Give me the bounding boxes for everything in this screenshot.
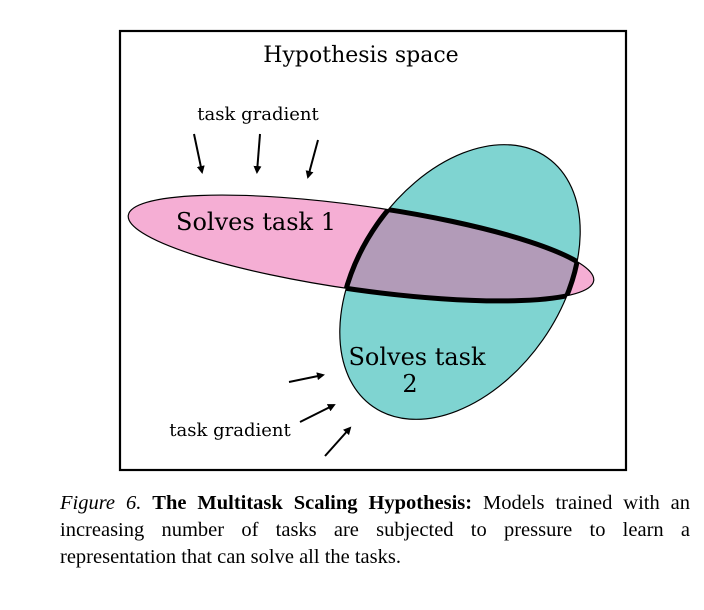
figure-label: Figure 6. [60, 492, 142, 514]
figure-caption: Figure 6. The Multitask Scaling Hypothes… [60, 490, 690, 571]
task-gradient-arrow-top-3 [305, 139, 319, 179]
task2-label-line2: 2 [402, 370, 417, 398]
figure-caption-text: Models trained with an increasing number… [60, 492, 691, 568]
hypothesis-space-diagram: Hypothesis space Solves task 1 Solves ta… [118, 29, 628, 472]
task-gradient-arrow-top-1 [193, 133, 205, 174]
task1-label: Solves task 1 [176, 208, 336, 236]
task-gradient-arrow-bottom-2 [299, 404, 336, 423]
task-gradient-label-bottom: task gradient [169, 420, 291, 441]
diagram-title: Hypothesis space [263, 43, 458, 68]
task-gradient-arrow-top-2 [253, 133, 262, 174]
figure-title: The Multitask Scaling Hypothesis: [152, 492, 473, 514]
intersection-outline-task2 [337, 173, 583, 323]
task-gradient-label-top: task gradient [197, 104, 319, 125]
task-gradient-arrow-bottom-3 [324, 426, 352, 457]
task-gradient-arrow-bottom-1 [288, 372, 325, 383]
task2-label-line1: Solves task [348, 343, 486, 371]
